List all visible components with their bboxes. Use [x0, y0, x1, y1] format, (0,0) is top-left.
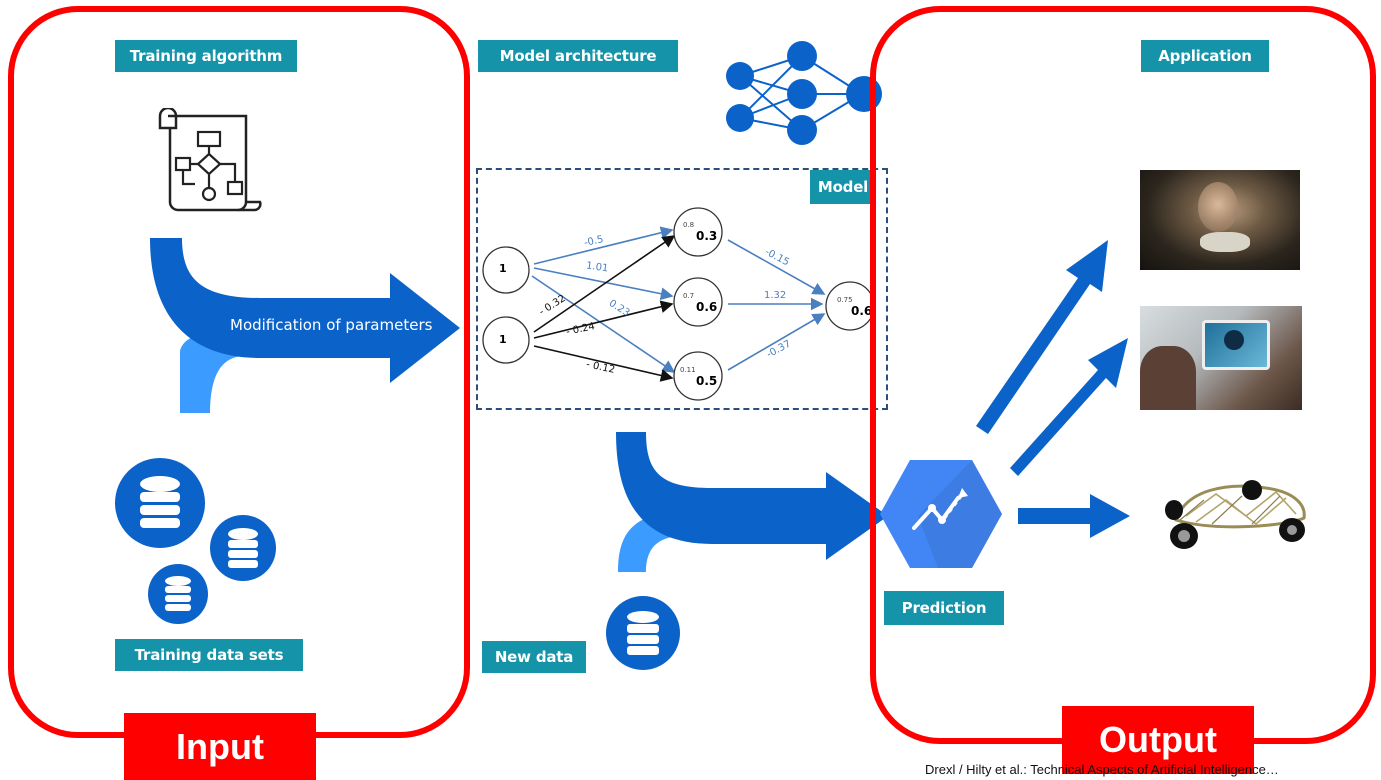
database-icon-medium — [210, 515, 276, 581]
model-dashed-box — [476, 168, 888, 410]
new-data-database-icon — [606, 596, 680, 670]
training-algorithm-label: Training algorithm — [115, 40, 297, 72]
hidden-node-3-small: 0.11 — [680, 366, 696, 374]
training-data-sets-label: Training data sets — [115, 639, 303, 671]
person-silhouette — [1140, 346, 1196, 410]
hidden-node-3-value: 0.5 — [696, 374, 718, 388]
new-data-merge-arrow — [616, 432, 888, 572]
device-eye-lens — [1224, 330, 1244, 350]
weight-label: 1.32 — [764, 290, 787, 301]
modification-merge-arrow — [150, 238, 460, 413]
portrait-collar — [1200, 232, 1250, 252]
prediction-hexagon-icon — [880, 460, 1002, 568]
input-tag: Input — [124, 713, 316, 780]
model-label: Model — [810, 170, 876, 204]
input-node-1-value: 1 — [499, 262, 507, 275]
prediction-label: Prediction — [884, 591, 1004, 625]
application-label: Application — [1141, 40, 1269, 72]
neural-network-icon — [726, 41, 882, 145]
hidden-node-1-value: 0.3 — [696, 229, 718, 243]
output-tag: Output — [1062, 706, 1254, 774]
input-node-2-value: 1 — [499, 333, 507, 346]
output-node-value: 0.6 — [851, 304, 873, 318]
new-data-label: New data — [482, 641, 586, 673]
model-architecture-label: Model architecture — [478, 40, 678, 72]
medical-device-image — [1140, 306, 1302, 410]
output-frame — [870, 6, 1376, 744]
weighted-network-diagram — [482, 207, 875, 401]
hidden-node-1-small: 0.8 — [683, 221, 695, 229]
database-icon-large — [115, 458, 205, 548]
portrait-face — [1198, 182, 1238, 232]
hidden-node-2-value: 0.6 — [696, 300, 718, 314]
database-icon-small — [148, 564, 208, 624]
output-arrows — [976, 240, 1130, 538]
portrait-painting-image — [1140, 170, 1300, 270]
3d-printed-car-image — [1165, 480, 1306, 549]
flowchart-scroll-icon — [158, 108, 262, 212]
source-credit: Drexl / Hilty et al.: Technical Aspects … — [925, 762, 1279, 777]
output-node-small: 0.75 — [837, 296, 853, 304]
modification-label: Modification of parameters — [230, 316, 433, 334]
input-frame — [8, 6, 470, 738]
hidden-node-2-small: 0.7 — [683, 292, 695, 300]
